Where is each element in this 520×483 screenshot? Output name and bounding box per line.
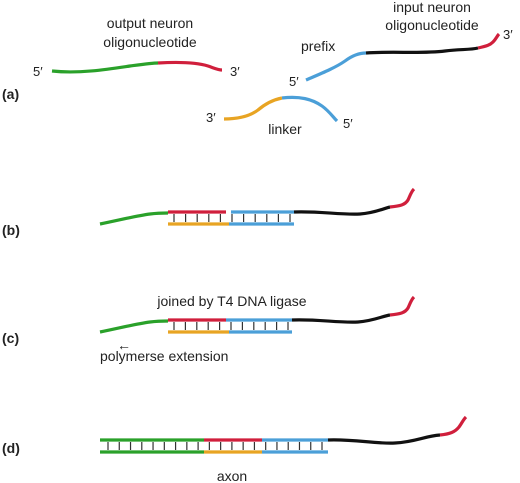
c-output-green-strand xyxy=(99,319,169,334)
b-input-red-strand xyxy=(389,187,416,209)
output-neuron-label-line1: output neuron xyxy=(107,15,193,31)
linker-5-prime-label: 5′ xyxy=(343,116,353,131)
output-3-prime-label: 3′ xyxy=(230,64,240,79)
b-base-pair-rungs xyxy=(173,214,291,222)
linker-label: linker xyxy=(268,121,302,137)
b-output-green-strand xyxy=(99,211,169,226)
output-5-prime-label: 5′ xyxy=(33,64,43,79)
extension-label: polymerse extension xyxy=(100,348,228,364)
panel-c: (c) joined by T4 DNA ligase ← polymerse … xyxy=(2,293,416,364)
axon-label: axon xyxy=(217,468,247,483)
input-red-segment xyxy=(477,32,501,50)
prefix-label: prefix xyxy=(301,38,335,54)
linker-3-prime-label: 3′ xyxy=(206,110,216,125)
c-input-black-strand xyxy=(291,313,391,324)
input-5-prime-label: 5′ xyxy=(289,74,299,89)
c-input-red-strand xyxy=(389,295,416,317)
d-input-red-strand xyxy=(439,415,468,437)
input-neuron-label-line2: oligonucleotide xyxy=(385,17,479,33)
d-input-black-strand xyxy=(327,433,441,445)
panel-d-letter: (d) xyxy=(2,440,20,456)
b-input-black-strand xyxy=(293,205,391,216)
panel-c-letter: (c) xyxy=(2,330,19,346)
output-red-segment xyxy=(157,60,223,72)
output-green-segment xyxy=(51,61,159,74)
panel-a-letter: (a) xyxy=(2,86,19,102)
ligase-label: joined by T4 DNA ligase xyxy=(156,293,306,309)
c-base-pair-rungs xyxy=(173,322,289,330)
panel-a: (a) output neuron oligonucleotide 5′ 3′ … xyxy=(2,0,513,137)
panel-b: (b) xyxy=(2,187,416,238)
panel-b-letter: (b) xyxy=(2,222,20,238)
input-black-segment xyxy=(365,46,479,55)
input-neuron-label-line1: input neuron xyxy=(393,0,471,15)
panel-d: (d) axon xyxy=(2,415,468,483)
extension-arrow: ← xyxy=(117,337,131,353)
output-neuron-label-line2: oligonucleotide xyxy=(103,34,197,50)
input-blue-prefix-segment xyxy=(305,51,367,82)
linker-blue-segment xyxy=(281,95,339,123)
input-3-prime-label: 3′ xyxy=(503,27,513,42)
linker-orange-segment xyxy=(223,96,283,121)
d-base-pair-rungs xyxy=(107,442,323,450)
